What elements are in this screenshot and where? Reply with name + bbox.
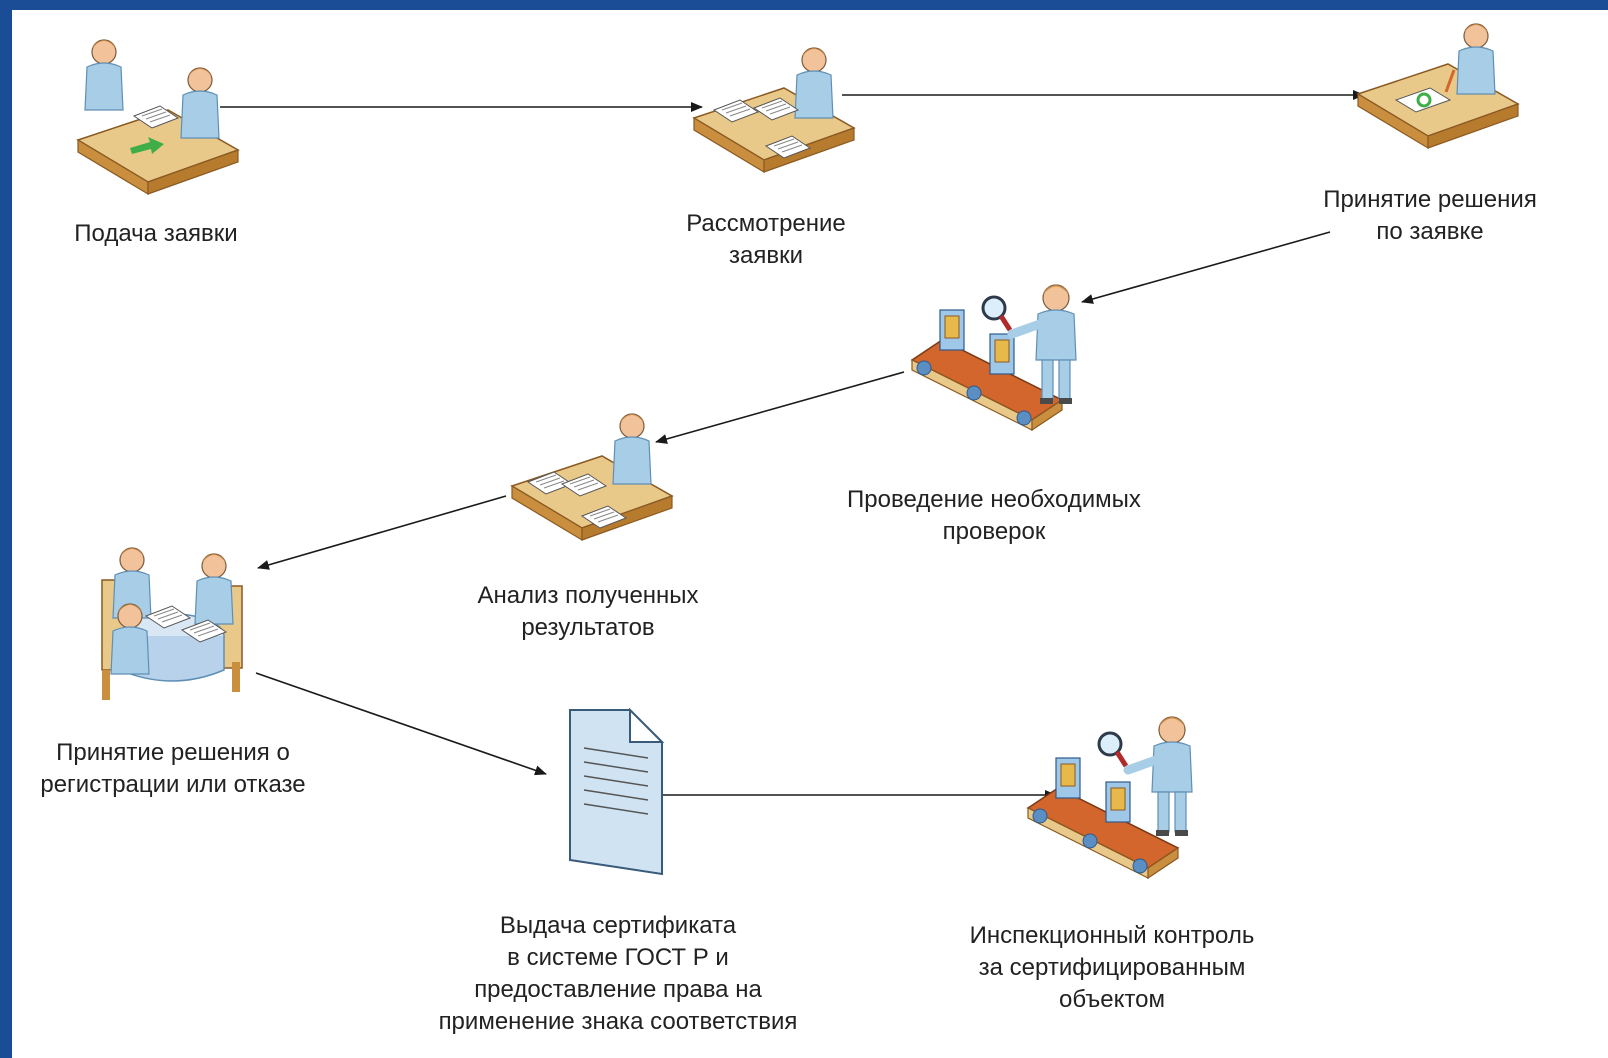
flow-arrows: [220, 90, 1365, 800]
review-application-icon: [693, 47, 855, 173]
step-label-decision: Принятие решения по заявке: [1323, 186, 1537, 245]
diagram-graphics: [77, 23, 1519, 879]
arrow-analysis-to-registration: [257, 495, 507, 570]
step-label-analysis: Анализ полученных результатов: [477, 582, 699, 641]
arrow-checks-to-analysis: [655, 371, 905, 444]
step-label-submit: Подача заявки: [74, 220, 238, 247]
registration-decision-icon: [101, 547, 243, 700]
decision-application-icon: [1357, 23, 1519, 149]
step-label-registration: Принятие решения о регистрации или отказ…: [40, 739, 306, 798]
arrow-decision-to-checks: [1081, 231, 1331, 304]
diagram-canvas: Подача заявки Рассмотрение заявки Принят…: [12, 10, 1608, 1058]
arrow-registration-to-certificate: [255, 672, 547, 776]
submit-application-icon: [77, 39, 239, 195]
step-label-certificate: Выдача сертификата в системе ГОСТ Р и пр…: [438, 912, 798, 1035]
step-label-checks: Проведение необходимых проверок: [847, 486, 1141, 545]
step-label-inspection: Инспекционный контроль за сертифицирован…: [969, 922, 1255, 1013]
step-label-review: Рассмотрение заявки: [686, 210, 846, 269]
conduct-checks-icon: [911, 284, 1077, 431]
analysis-results-icon: [511, 413, 673, 541]
inspection-control-icon: [1027, 716, 1193, 879]
certificate-document-icon: [569, 707, 665, 876]
